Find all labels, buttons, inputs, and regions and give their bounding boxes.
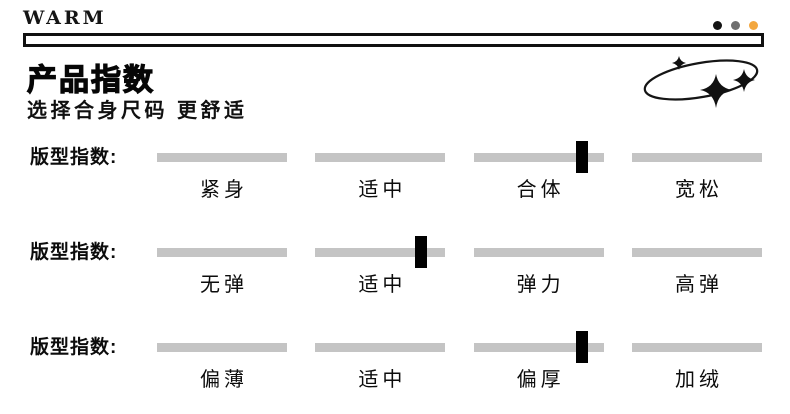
segment-bar (315, 343, 446, 352)
segment-bar (157, 343, 287, 352)
row-label: 版型指数: (30, 147, 118, 168)
stretch-option-segment: 无弹 (157, 248, 287, 297)
fit-option-segment: 紧身 (157, 153, 287, 202)
option-label: 偏薄 (200, 369, 248, 391)
segment-bar (157, 153, 287, 162)
segment-bar (315, 248, 446, 257)
fit-option-segment: 适中 (315, 153, 446, 202)
brand-logo: WARM (23, 7, 107, 29)
segment-bar (157, 248, 287, 257)
row-label: 版型指数: (30, 337, 118, 358)
index-row: 版型指数: 紧身 适中 合体 宽松 (0, 141, 790, 201)
thickness-option-segment: 偏厚 (473, 331, 604, 392)
segment-bar (631, 248, 762, 257)
thickness-scale-track: 偏薄 适中 偏厚 加绒 (157, 331, 762, 392)
selection-marker (414, 236, 427, 268)
option-label: 适中 (358, 274, 407, 296)
brand-dot-orange (749, 21, 758, 30)
segment-bar (631, 153, 762, 162)
fit-scale-track: 紧身 适中 合体 宽松 (157, 141, 762, 202)
option-label: 弹力 (516, 274, 565, 296)
sparkle-ellipse-icon (643, 56, 759, 108)
option-label: 无弹 (200, 274, 248, 296)
segment-bar (631, 343, 762, 352)
segment-bar (315, 153, 446, 162)
selection-marker (575, 141, 588, 173)
option-label: 适中 (358, 179, 407, 201)
selection-marker (575, 331, 588, 363)
option-label: 适中 (358, 369, 407, 391)
fit-option-segment: 宽松 (631, 153, 762, 202)
page-title: 产品指数 (26, 63, 155, 97)
stretch-option-segment: 高弹 (631, 248, 762, 297)
brand-dot-black (713, 21, 722, 30)
brand-dots (713, 21, 758, 30)
option-label: 加绒 (674, 369, 723, 391)
segment-bar (473, 153, 604, 162)
header-rule-bar (23, 33, 764, 47)
stretch-option-segment: 适中 (315, 236, 446, 297)
option-label: 偏厚 (516, 369, 565, 391)
segment-bar (473, 343, 604, 352)
thickness-option-segment: 偏薄 (157, 343, 287, 392)
row-label: 版型指数: (30, 242, 118, 263)
brand-dot-gray (731, 21, 740, 30)
thickness-option-segment: 适中 (315, 343, 446, 392)
option-label: 紧身 (200, 179, 248, 201)
option-label: 合体 (516, 179, 565, 201)
option-label: 宽松 (674, 179, 723, 201)
fit-option-segment: 合体 (473, 141, 604, 202)
index-row: 版型指数: 偏薄 适中 偏厚 加绒 (0, 331, 790, 391)
stretch-scale-track: 无弹 适中 弹力 高弹 (157, 236, 762, 297)
index-row: 版型指数: 无弹 适中 弹力 高弹 (0, 236, 790, 296)
page-subtitle: 选择合身尺码 更舒适 (27, 100, 248, 122)
thickness-option-segment: 加绒 (631, 343, 762, 392)
stretch-option-segment: 弹力 (473, 248, 604, 297)
segment-bar (473, 248, 604, 257)
option-label: 高弹 (674, 274, 723, 296)
